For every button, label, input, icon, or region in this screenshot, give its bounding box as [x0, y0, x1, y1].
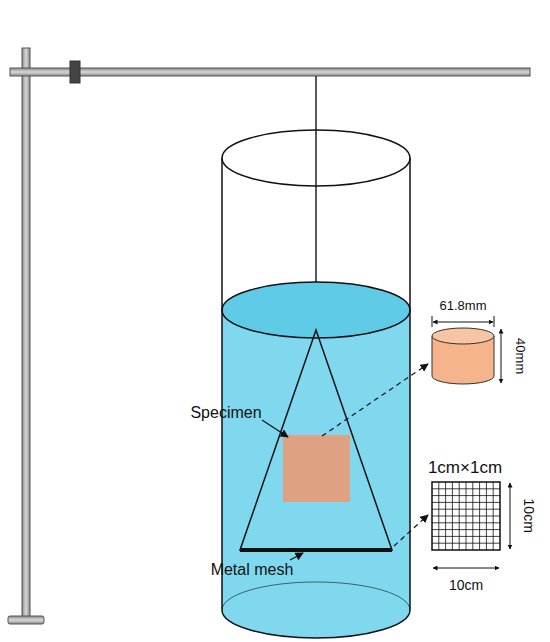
specimen-block: [283, 435, 350, 502]
leader-line: [290, 553, 303, 560]
part-label: Metal mesh: [211, 561, 294, 579]
specimen-inset: [432, 316, 501, 384]
metal-mesh: [240, 548, 392, 552]
mesh-inset: [432, 482, 510, 568]
part-label: Specimen: [190, 404, 261, 422]
dimension-label: 61.8mm: [440, 299, 487, 313]
dashed-pointer: [322, 364, 428, 436]
dimension-label: 10cm: [520, 499, 535, 533]
dashed-pointer: [394, 515, 428, 546]
dimension-label: 10cm: [449, 578, 483, 593]
leader-line: [262, 420, 288, 437]
dimension-label: 1cm×1cm: [428, 459, 502, 478]
hanger-triangle: [240, 330, 392, 550]
dimension-label: 40mm: [513, 338, 527, 374]
